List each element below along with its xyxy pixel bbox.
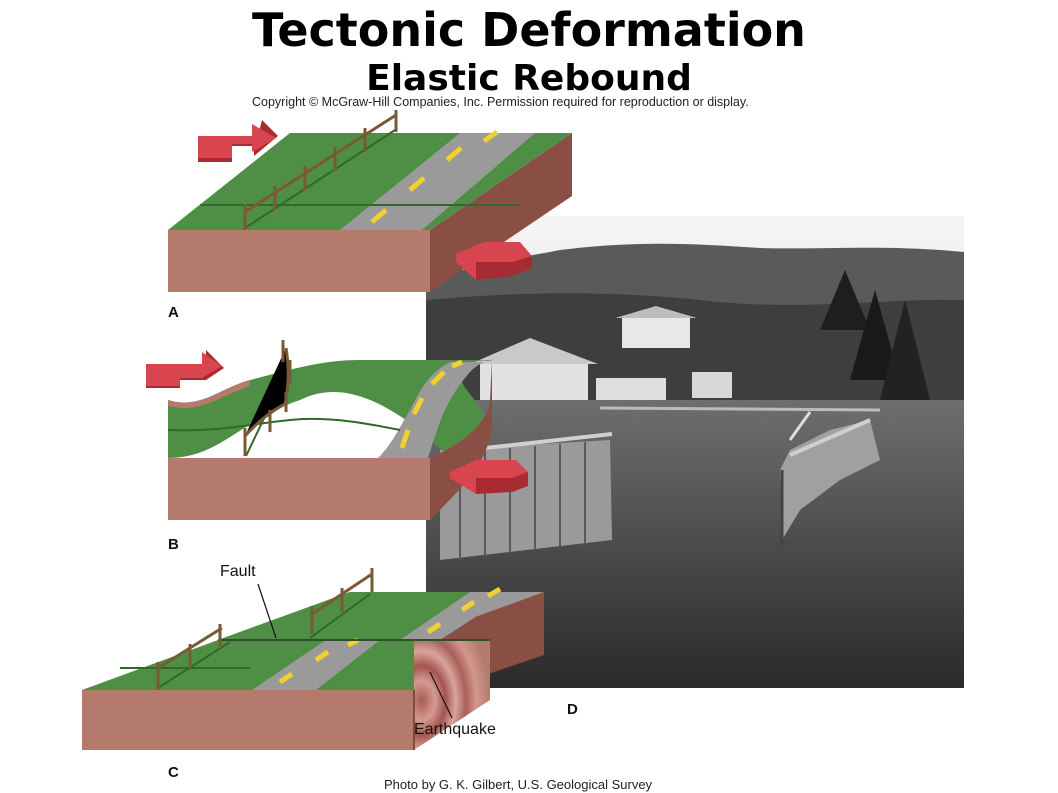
block-c-road-back	[400, 592, 514, 640]
photo-credit: Photo by G. K. Gilbert, U.S. Geological …	[384, 777, 653, 792]
panel-label-b: B	[168, 536, 179, 553]
block-a	[168, 110, 572, 292]
block-c-fence-back	[310, 568, 374, 634]
block-b-fence	[243, 340, 292, 456]
earthquake-waves	[414, 640, 490, 750]
block-b-road-line	[399, 359, 463, 449]
block-b-front	[168, 458, 430, 520]
copyright-notice: Copyright © McGraw-Hill Companies, Inc. …	[252, 95, 749, 109]
block-c-front	[82, 690, 414, 750]
panel-label-c: C	[168, 764, 179, 781]
photo-d	[426, 216, 964, 688]
page-title: Tectonic Deformation	[252, 3, 806, 57]
panel-label-d: D	[567, 701, 578, 718]
panel-label-a: A	[168, 304, 179, 321]
page-subtitle: Elastic Rebound	[366, 58, 692, 99]
arrow-a-bottom	[456, 242, 532, 280]
block-b-side	[430, 360, 492, 520]
block-a-road-line	[370, 129, 499, 224]
block-a-front	[168, 230, 430, 292]
fault-leader-line	[257, 583, 277, 639]
arrow-a-top	[198, 120, 278, 162]
block-c	[82, 568, 544, 750]
block-a-fence	[243, 110, 398, 230]
block-c-fence-front	[156, 624, 223, 690]
arrow-b-bottom	[450, 460, 528, 494]
fault-label: Fault	[220, 563, 256, 580]
arrow-b-top	[146, 350, 224, 388]
earthquake-label: Earthquake	[414, 721, 496, 738]
block-b	[167, 340, 492, 520]
earthquake-leader-line	[429, 671, 453, 719]
